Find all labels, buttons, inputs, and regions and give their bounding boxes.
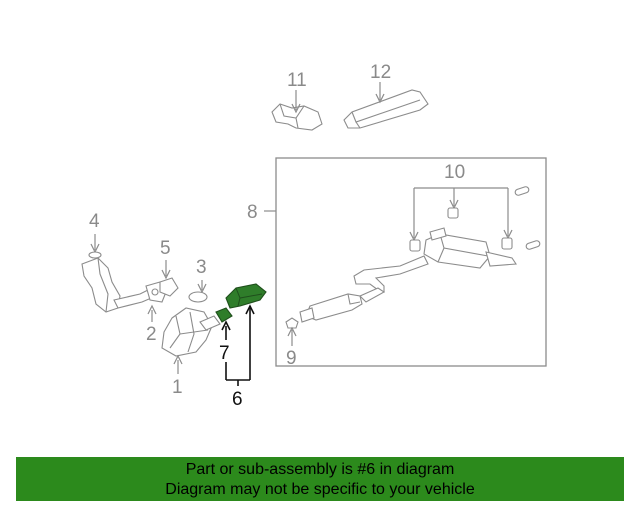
part-1-exhaust-manifold[interactable] (161, 307, 221, 357)
callout-6: 6 (232, 389, 243, 410)
arrow-9 (287, 326, 297, 337)
arrow-11 (291, 103, 301, 114)
part-5-gasket[interactable] (159, 277, 179, 297)
arrow-12 (375, 93, 385, 104)
part-11-heat-shield[interactable] (271, 103, 323, 131)
arrow-2 (147, 304, 157, 315)
leader-10 (409, 187, 513, 242)
callout-3: 3 (196, 257, 207, 278)
part-12-heat-shield[interactable] (343, 89, 429, 129)
arrow-1 (173, 354, 183, 365)
callout-12: 12 (370, 62, 391, 83)
info-banner: Part or sub-assembly is #6 in diagram Di… (16, 457, 624, 501)
banner-line-2: Diagram may not be specific to your vehi… (165, 481, 475, 498)
exhaust-system[interactable] (299, 227, 517, 323)
part-6-heat-shield-highlighted[interactable] (215, 283, 267, 323)
callout-9: 9 (286, 348, 297, 369)
part-10-hangers[interactable] (409, 186, 541, 252)
callout-1: 1 (172, 377, 183, 398)
part-9-gasket[interactable] (285, 317, 299, 329)
callout-5: 5 (160, 238, 171, 259)
callout-7: 7 (219, 343, 230, 364)
callout-2: 2 (146, 324, 157, 345)
callout-4: 4 (89, 211, 100, 232)
callout-10: 10 (444, 162, 465, 183)
part-2-front-pipe-converter[interactable] (81, 257, 167, 313)
banner-line-1: Part or sub-assembly is #6 in diagram (185, 461, 455, 478)
part-3-gasket[interactable] (188, 291, 208, 303)
part-7-bracket (215, 307, 233, 323)
callout-11: 11 (287, 70, 307, 91)
arrow-5 (161, 269, 171, 280)
exhaust-assembly-box (275, 157, 547, 367)
part-4-gasket[interactable] (88, 251, 102, 259)
leader-6 (221, 304, 255, 386)
callout-8: 8 (247, 202, 258, 223)
